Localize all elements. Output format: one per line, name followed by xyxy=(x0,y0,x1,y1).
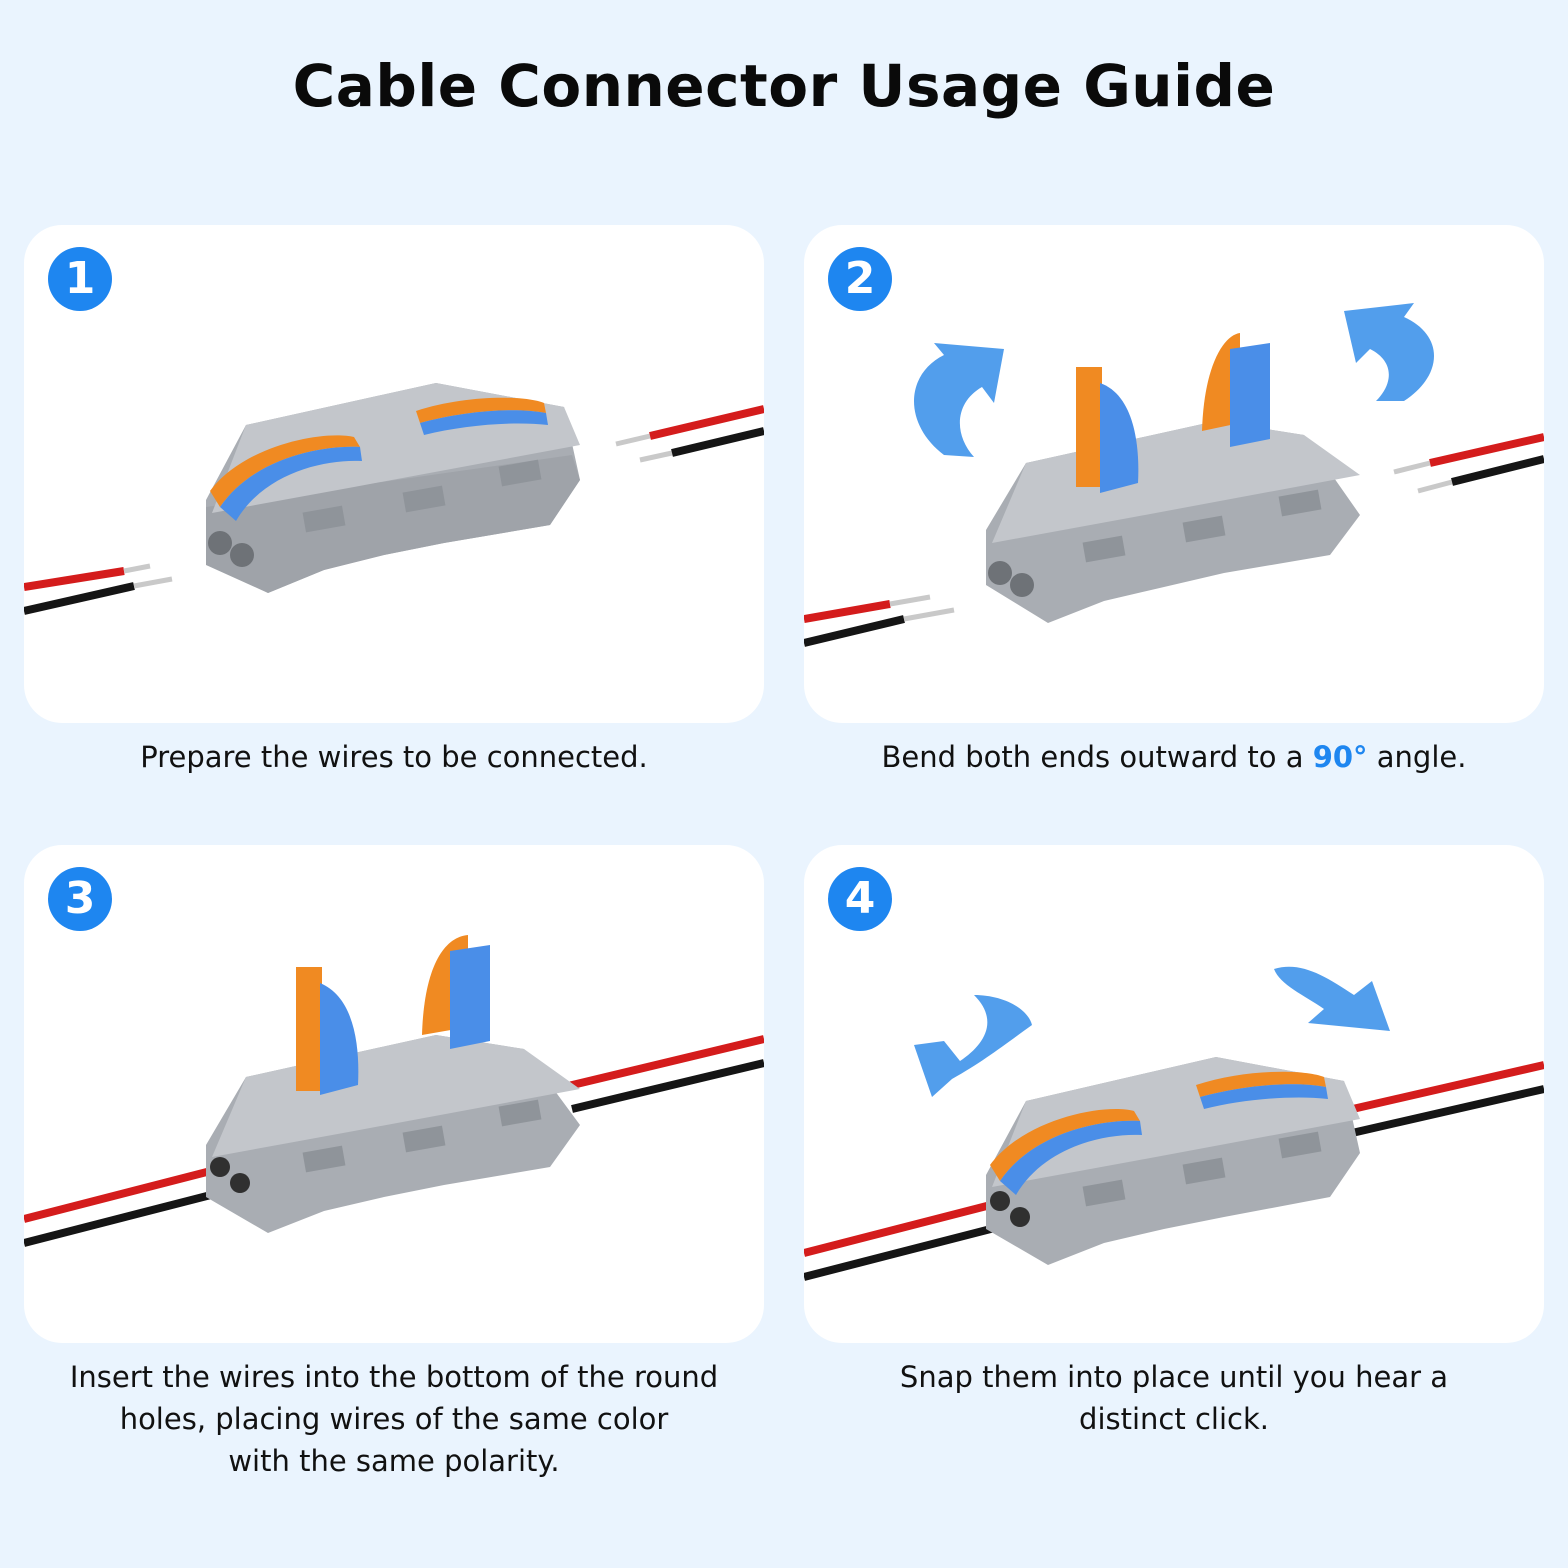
step-4-number-badge: 4 xyxy=(828,867,892,931)
step-3-number-badge: 3 xyxy=(48,867,112,931)
step-2-panel: 2 xyxy=(804,225,1544,723)
step-1-caption: Prepare the wires to be connected. xyxy=(24,736,764,778)
step-3-caption-line: holes, placing wires of the same color xyxy=(119,1402,669,1436)
step-4-caption-line: Snap them into place until you hear a xyxy=(899,1360,1449,1394)
snap-arrow-right-icon xyxy=(1274,966,1390,1031)
snap-arrow-left-icon xyxy=(914,995,1032,1097)
connector-closed-wires-inserted-illustration xyxy=(804,966,1544,1281)
connector-open-wires-inserted-illustration xyxy=(24,935,764,1247)
step-4-panel: 4 xyxy=(804,845,1544,1343)
step-1-number-badge: 1 xyxy=(48,247,112,311)
step-2-number-badge: 2 xyxy=(828,247,892,311)
step-2-caption: Bend both ends outward to a 90° angle. xyxy=(804,736,1544,778)
step-1-caption-text: Prepare the wires to be connected. xyxy=(140,740,648,774)
step-4-caption-line: distinct click. xyxy=(1079,1402,1269,1436)
rotate-arrow-right-icon xyxy=(1344,303,1434,401)
page-title: Cable Connector Usage Guide xyxy=(292,52,1276,120)
step-4-caption: Snap them into place until you hear a di… xyxy=(804,1356,1544,1440)
step-1-panel: 1 xyxy=(24,225,764,723)
step-3-caption: Insert the wires into the bottom of the … xyxy=(24,1356,764,1482)
step-2-angle-highlight: 90° xyxy=(1312,740,1368,774)
rotate-arrow-left-icon xyxy=(914,343,1004,457)
step-2-caption-text: Bend both ends outward to a xyxy=(881,740,1313,774)
step-3-panel: 3 xyxy=(24,845,764,1343)
step-3-caption-line: with the same polarity. xyxy=(228,1444,560,1478)
connector-open-levers-illustration xyxy=(804,303,1544,647)
step-3-caption-line: Insert the wires into the bottom of the … xyxy=(69,1360,719,1394)
step-2-caption-end: angle. xyxy=(1367,740,1467,774)
connector-closed-wires-separate-illustration xyxy=(24,383,764,615)
